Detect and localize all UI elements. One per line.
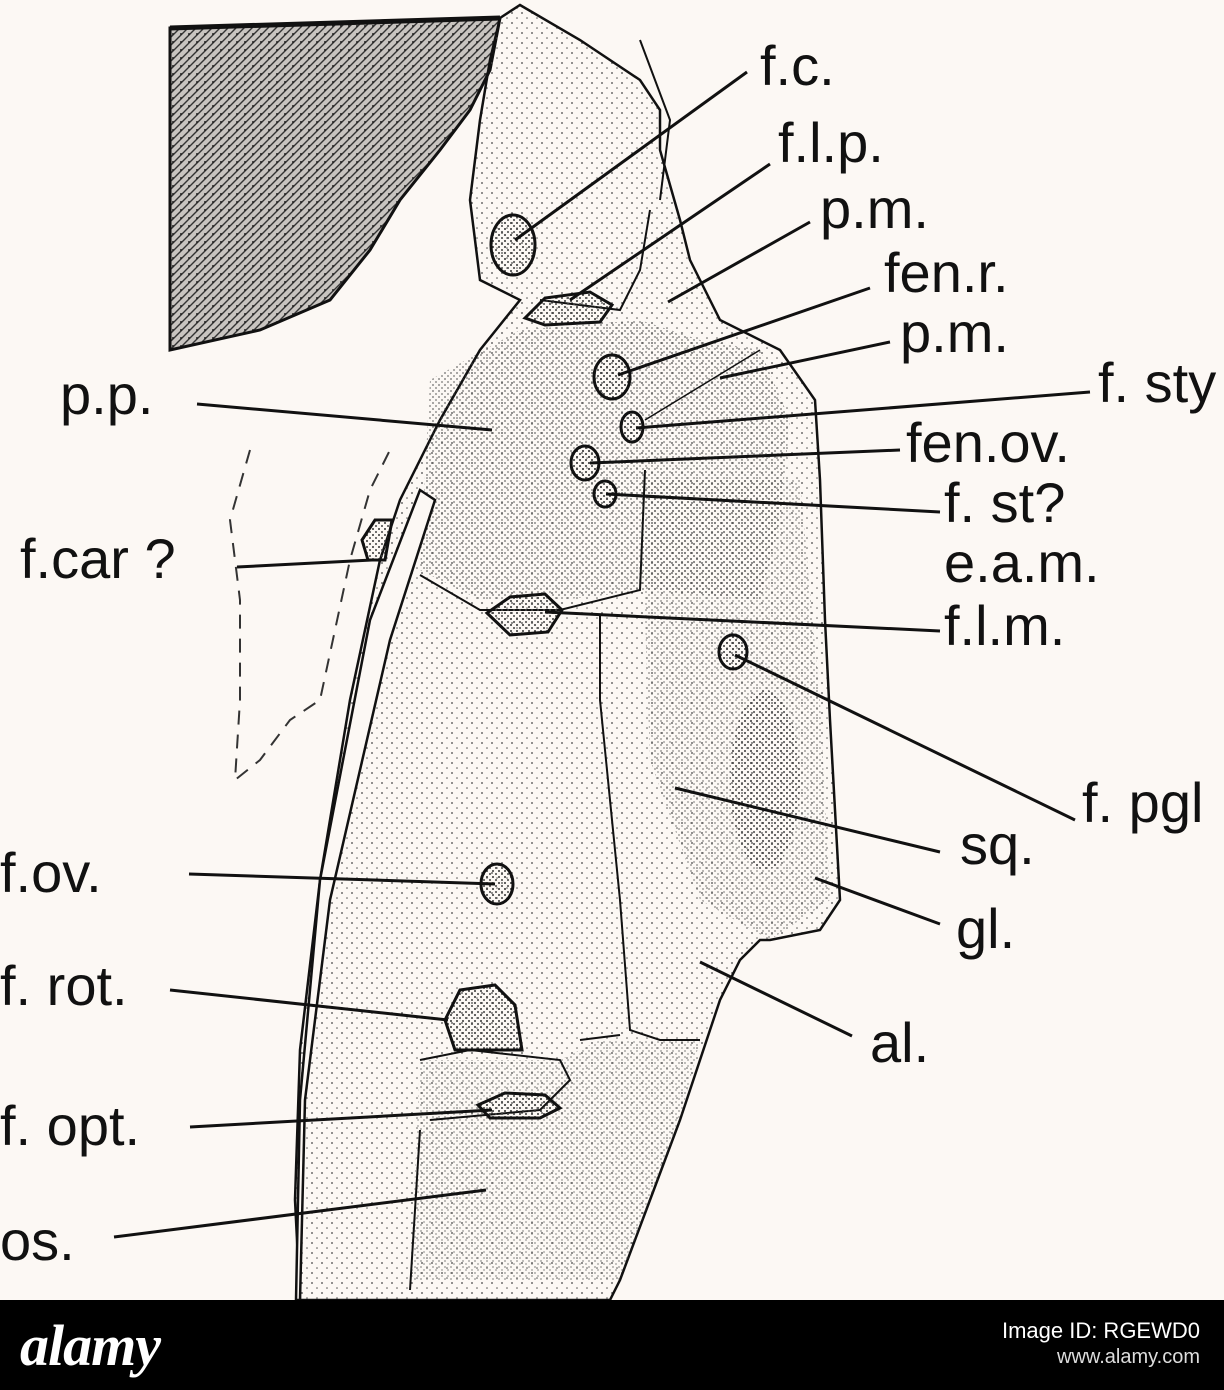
label-eam: e.a.m. [944, 531, 1100, 594]
label-fenr: fen.r. [884, 241, 1009, 304]
label-al: al. [870, 1011, 929, 1074]
label-flm: f.l.m. [944, 594, 1065, 657]
label-gl: gl. [956, 897, 1015, 960]
dark-bone-region [168, 16, 502, 352]
label-pm-1: p.m. [820, 177, 929, 240]
label-pm-2: p.m. [900, 301, 1009, 364]
foramina [360, 213, 749, 1120]
label-fpgl: f. pgl [1082, 771, 1203, 834]
label-fcar: f.car ? [20, 527, 176, 590]
label-fov: f.ov. [0, 841, 102, 904]
foramen-flp [522, 290, 615, 327]
foramen-fpgl [717, 633, 749, 671]
image-id: Image ID: RGEWD0 [1001, 1318, 1200, 1343]
label-fc: f.c. [760, 34, 835, 97]
foramen-fopt [475, 1091, 563, 1120]
foramen-fcar [360, 518, 394, 562]
label-sq: sq. [960, 813, 1035, 876]
orbitosphenoid-shading [410, 1040, 700, 1280]
labels: f.c. f.l.p. p.m. fen.r. p.m. f. sty fen.… [0, 34, 1216, 1272]
foramen-fc [489, 213, 537, 277]
dashed-outline [228, 449, 391, 783]
label-os: os. [0, 1209, 75, 1272]
label-fst: f. st? [944, 471, 1065, 534]
label-fsty: f. sty [1098, 351, 1216, 414]
label-fenov: fen.ov. [906, 411, 1070, 474]
skull-base-diagram: f.c. f.l.p. p.m. fen.r. p.m. f. sty fen.… [0, 3, 1216, 1300]
foramen-fenr [592, 353, 632, 401]
leader-lines [113, 70, 1091, 1239]
label-pp: p.p. [60, 363, 153, 426]
pterygoid-process [294, 488, 437, 1300]
foramen-frot [443, 983, 524, 1052]
image-id-block: Image ID: RGEWD0 www.alamy.com [1002, 1318, 1200, 1370]
label-flp: f.l.p. [778, 111, 884, 174]
label-fopt: f. opt. [0, 1094, 140, 1157]
stock-footer-bar: alamy Image ID: RGEWD0 www.alamy.com [0, 1300, 1224, 1390]
label-frot: f. rot. [0, 954, 128, 1017]
alamy-logo: alamy [20, 1313, 161, 1378]
dark-fossa [730, 690, 800, 870]
site-url: www.alamy.com [1057, 1346, 1200, 1368]
foramen-flm [484, 592, 564, 637]
